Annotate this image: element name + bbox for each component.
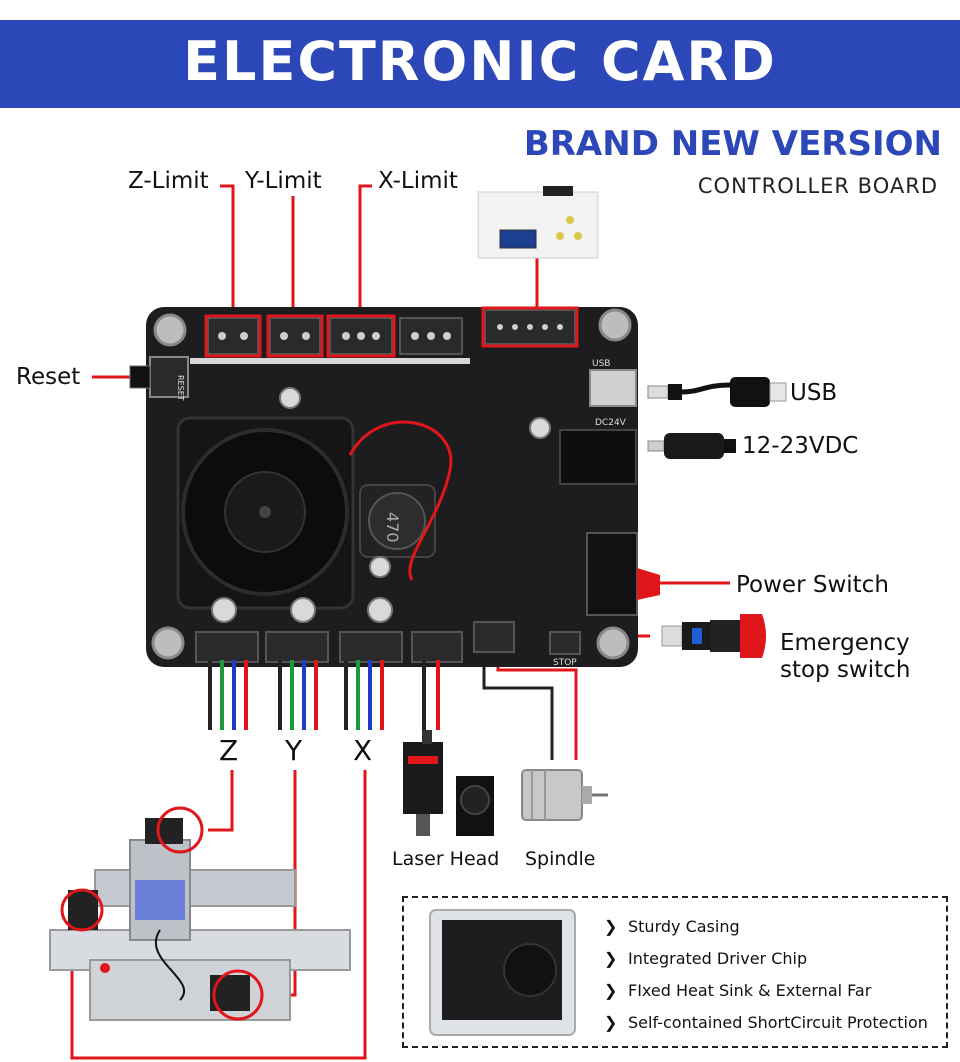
x-limit-label: X-Limit	[378, 168, 458, 194]
z-limit-label: Z-Limit	[128, 168, 209, 194]
reset-button-part	[149, 356, 189, 398]
laser-module	[403, 742, 443, 814]
axis-x-label: X	[353, 734, 373, 767]
svg-text:STOP: STOP	[553, 658, 577, 668]
cnc-machine	[49, 818, 351, 1021]
y-limit-label: Y-Limit	[245, 168, 322, 194]
fan-wire	[348, 420, 453, 581]
brand-title: BRAND NEW VERSION	[523, 124, 942, 164]
dc-jack	[559, 429, 637, 485]
feature-item: Self-contained ShortCircuit Protection	[628, 1013, 928, 1032]
usb-label: USB	[790, 380, 838, 406]
x-motor-connector	[339, 631, 403, 663]
stop-connector	[549, 631, 581, 655]
usb-cable-plug	[647, 385, 669, 399]
z-limit-connector	[207, 317, 259, 355]
svg-text:DC24V: DC24V	[595, 418, 627, 428]
reset-silkscreen: RESET	[176, 375, 185, 401]
mount-hole	[598, 308, 632, 342]
spindle-line-black	[482, 650, 554, 760]
y-motor-callout	[212, 969, 264, 1021]
y-limit-connector	[269, 317, 321, 355]
spindle-connector	[473, 621, 515, 653]
chevron-right-icon: ❯	[604, 919, 618, 936]
motor-wires	[208, 660, 440, 730]
features-box	[402, 896, 948, 1048]
chevron-right-icon: ❯	[604, 1015, 618, 1032]
svg-text:USB: USB	[592, 359, 610, 369]
capacitors	[211, 387, 551, 623]
x-limit-line	[358, 184, 372, 315]
axis-z-label: Z	[219, 734, 239, 767]
usb-cable-connector	[730, 377, 770, 407]
feature-item: Sturdy Casing	[628, 917, 740, 936]
feature-item: FIxed Heat Sink & External Far	[628, 981, 872, 1000]
chevron-right-icon: ❯	[604, 951, 618, 968]
feature-item: Integrated Driver Chip	[628, 949, 808, 968]
usb-port	[589, 369, 637, 407]
mount-hole	[151, 626, 185, 660]
page-title: ELECTRONIC CARD	[183, 30, 777, 93]
power-switch-part	[586, 532, 638, 616]
z-limit-line	[220, 184, 235, 315]
inductor-label: 470	[383, 512, 402, 543]
header-banner	[0, 20, 960, 108]
x-motor-line	[70, 770, 367, 1060]
z-motor-line	[208, 770, 234, 832]
emergency-label-line1: Emergency	[780, 630, 910, 656]
display-module	[477, 191, 599, 259]
spindle-label: Spindle	[525, 848, 596, 870]
x-motor-callout	[60, 888, 104, 932]
brand-subtitle: CONTROLLER BOARD	[697, 174, 938, 198]
power-switch-label: Power Switch	[736, 572, 889, 598]
dc-plug	[647, 440, 665, 452]
chevron-right-icon: ❯	[604, 983, 618, 1000]
z-motor-callout	[156, 806, 204, 854]
laser-connector	[411, 631, 463, 663]
y-motor-connector	[265, 631, 329, 663]
enclosure-image	[429, 909, 576, 1036]
callout-lines	[70, 184, 730, 1060]
axis-y-label: Y	[285, 734, 303, 767]
mount-hole	[153, 313, 187, 347]
oled-screen	[499, 229, 537, 249]
power-input-label: 12-23VDC	[742, 433, 859, 459]
z-motor-connector	[195, 631, 259, 663]
estop-button	[740, 614, 766, 658]
emergency-label-line2: stop switch	[780, 657, 911, 683]
reset-label: Reset	[16, 364, 81, 390]
laser-head-label: Laser Head	[392, 848, 500, 870]
mount-hole	[596, 626, 630, 660]
estop-terminals	[661, 625, 683, 647]
